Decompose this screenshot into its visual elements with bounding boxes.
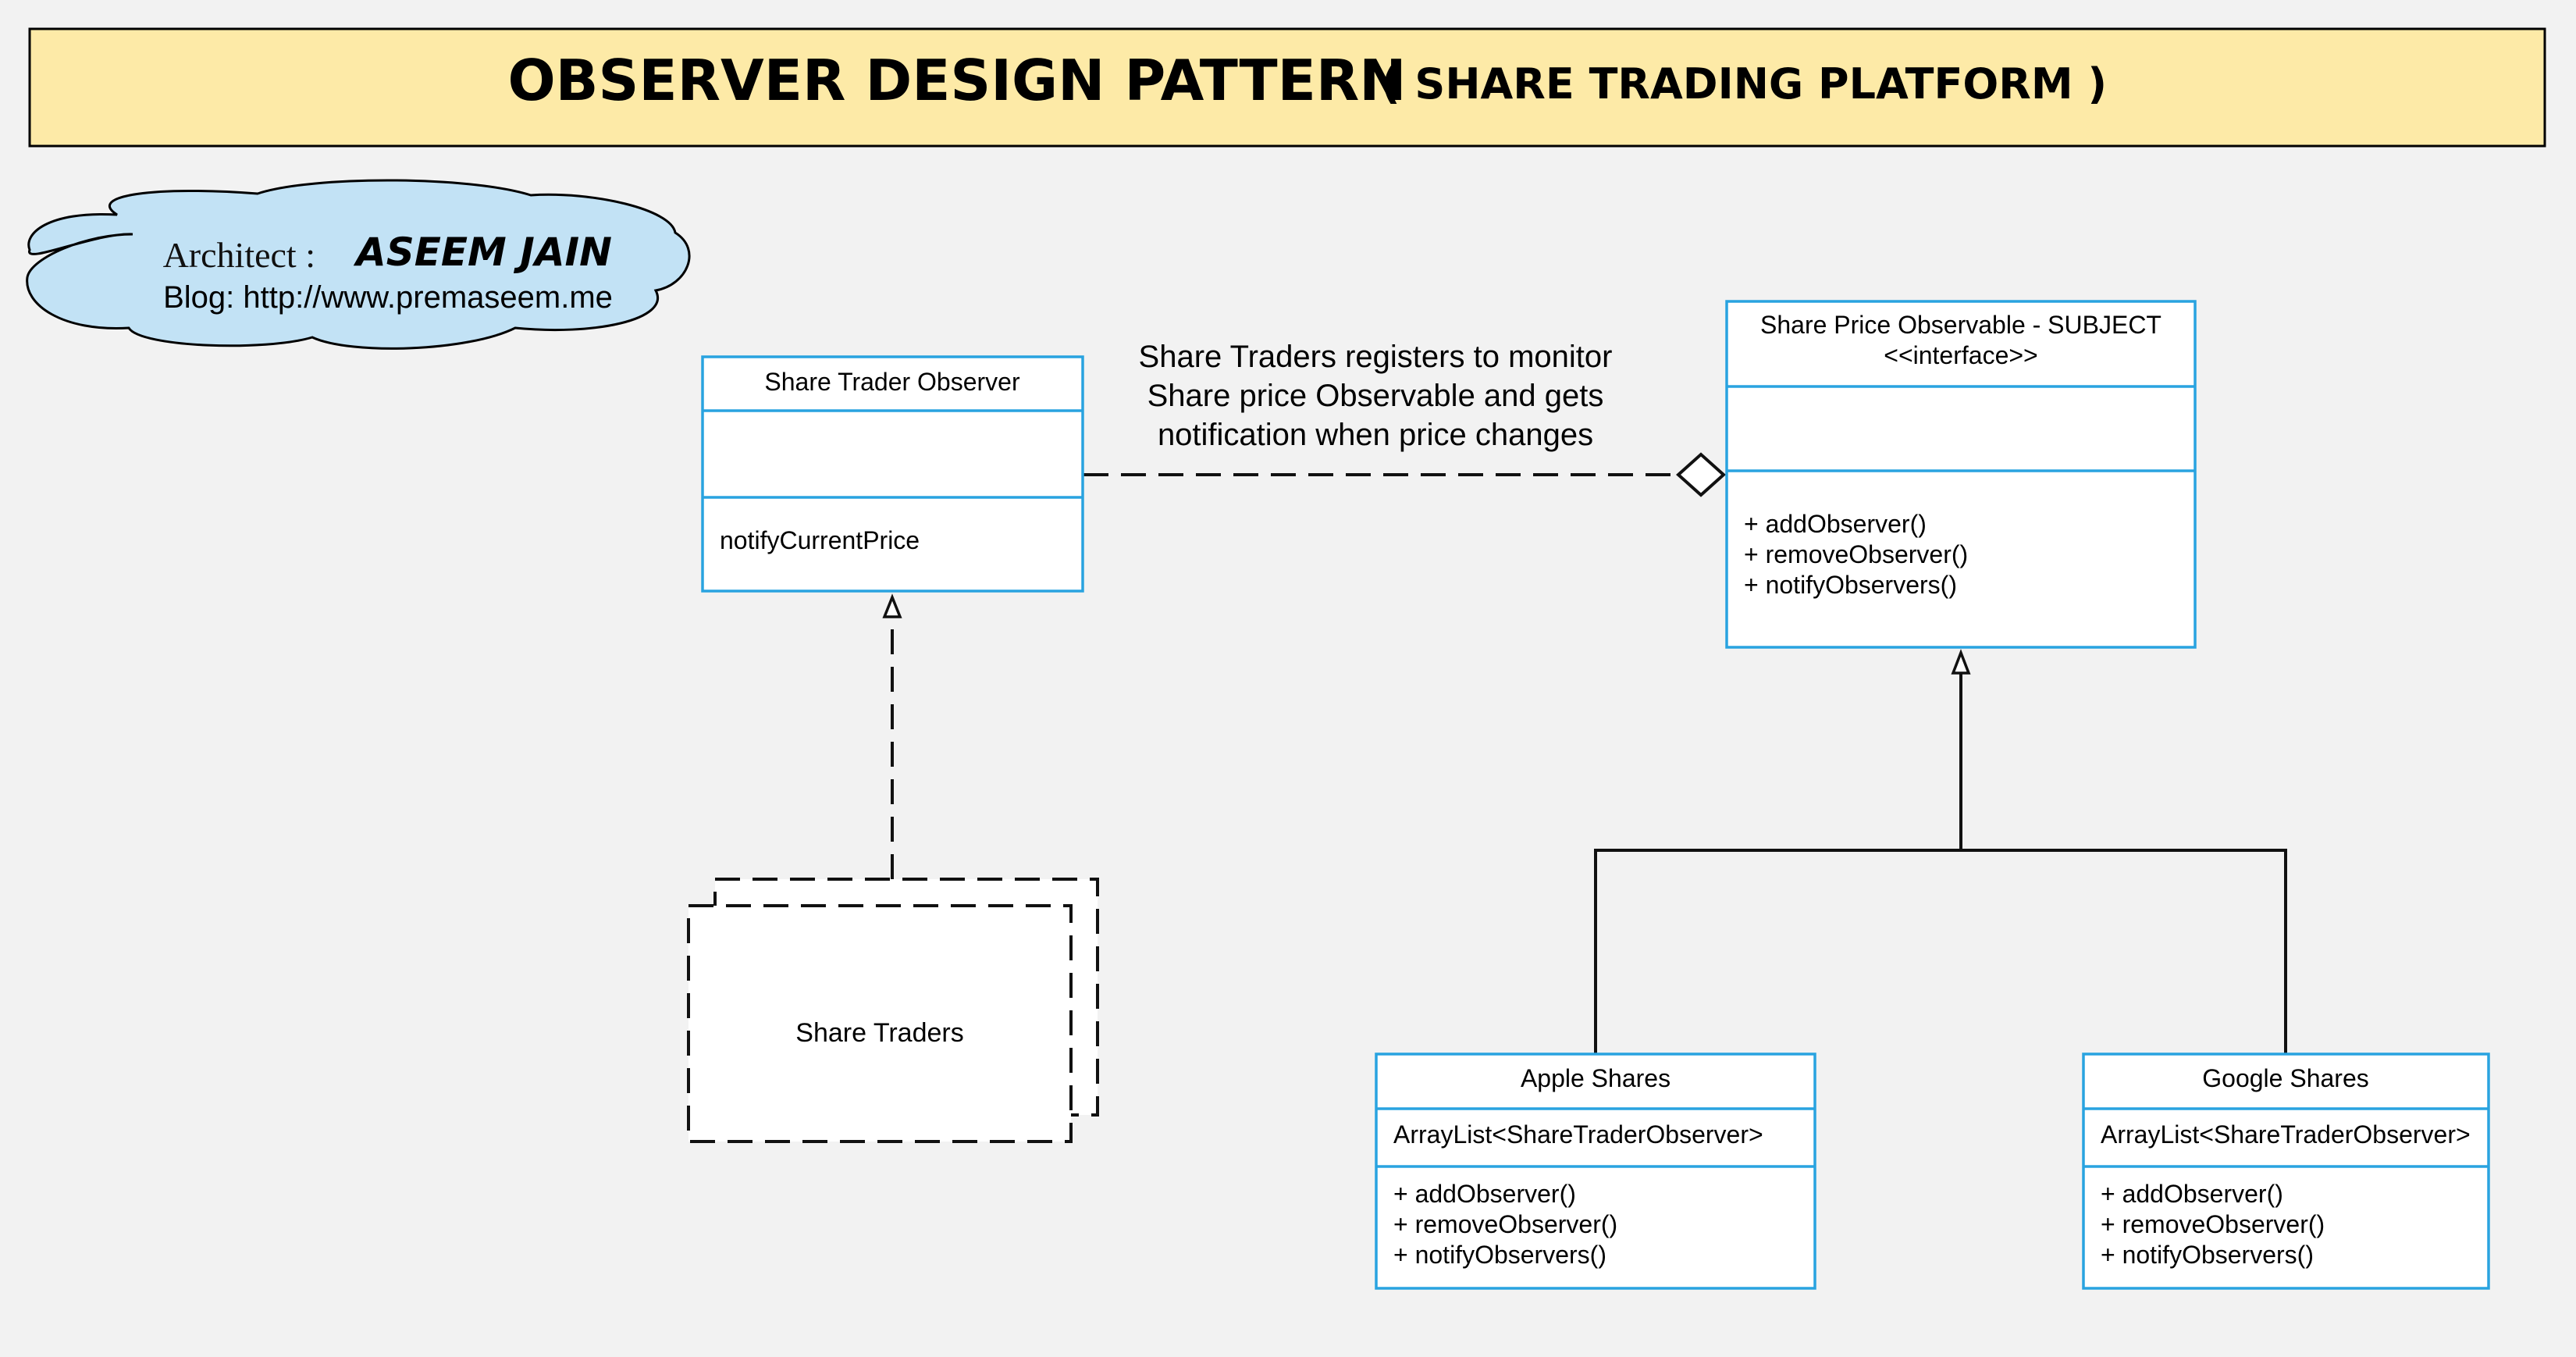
- google-class-method: + removeObserver(): [2101, 1210, 2325, 1238]
- relationship-note: Share Traders registers to monitor Share…: [1139, 340, 1613, 452]
- subject-class-stereotype: <<interface>>: [1884, 341, 2037, 369]
- subject-class-box: [1725, 300, 2197, 649]
- observer-realization-arrowhead: [882, 593, 902, 618]
- google-class[interactable]: Google Shares ArrayList<ShareTraderObser…: [2082, 1052, 2490, 1290]
- note-line-3: notification when price changes: [1158, 418, 1593, 452]
- apple-class-method: + removeObserver(): [1393, 1210, 1617, 1238]
- google-class-method: + notifyObservers(): [2101, 1241, 2314, 1269]
- architect-label: Architect :: [163, 235, 315, 275]
- apple-class-method: + notifyObservers(): [1393, 1241, 1606, 1269]
- subject-class-method: + notifyObservers(): [1744, 571, 1957, 599]
- observer-class-method: notifyCurrentPrice: [720, 526, 920, 554]
- subject-class-method: + addObserver(): [1744, 510, 1927, 538]
- title-band: OBSERVER DESIGN PATTERN ( SHARE TRADING …: [28, 27, 2546, 148]
- share-traders-node[interactable]: Share Traders: [687, 878, 1099, 1143]
- observer-class-box: [701, 355, 1084, 593]
- connectors: [882, 452, 2287, 1056]
- apple-class-attribute: ArrayList<ShareTraderObserver>: [1393, 1120, 1763, 1149]
- note-line-2: Share price Observable and gets: [1147, 379, 1604, 413]
- subject-class[interactable]: Share Price Observable - SUBJECT <<inter…: [1725, 300, 2197, 649]
- google-class-attribute: ArrayList<ShareTraderObserver>: [2101, 1120, 2471, 1149]
- share-traders-label: Share Traders: [795, 1018, 963, 1048]
- google-class-method: + addObserver(): [2101, 1180, 2283, 1208]
- architect-name: ASEEM JAIN: [353, 230, 612, 275]
- apple-class-name: Apple Shares: [1521, 1064, 1670, 1092]
- subject-class-method: + removeObserver(): [1744, 540, 1968, 568]
- page-title: OBSERVER DESIGN PATTERN: [507, 48, 1406, 113]
- apple-class[interactable]: Apple Shares ArrayList<ShareTraderObserv…: [1375, 1052, 1816, 1290]
- subject-class-name: Share Price Observable - SUBJECT: [1760, 311, 2161, 339]
- title-band-background: [28, 27, 2546, 148]
- google-class-name: Google Shares: [2202, 1064, 2368, 1092]
- google-class-box: [2082, 1052, 2490, 1290]
- author-cloud: Architect : ASEEM JAIN Blog: http://www.…: [26, 179, 691, 350]
- aggregation-diamond: [1676, 452, 1726, 497]
- share-traders-front-frame: [687, 904, 1073, 1143]
- subclass-branch-connector: [1594, 849, 2287, 1056]
- subject-inheritance-arrowhead: [1951, 649, 1971, 675]
- blog-link: Blog: http://www.premaseem.me: [163, 280, 613, 315]
- note-line-1: Share Traders registers to monitor: [1139, 340, 1613, 374]
- page-subtitle: ( SHARE TRADING PLATFORM ): [1381, 59, 2107, 109]
- observer-class[interactable]: Share Trader Observer notifyCurrentPrice: [701, 355, 1084, 593]
- apple-class-box: [1375, 1052, 1816, 1290]
- apple-class-method: + addObserver(): [1393, 1180, 1576, 1208]
- cloud-shape: [26, 179, 691, 350]
- observer-class-name: Share Trader Observer: [764, 368, 1020, 396]
